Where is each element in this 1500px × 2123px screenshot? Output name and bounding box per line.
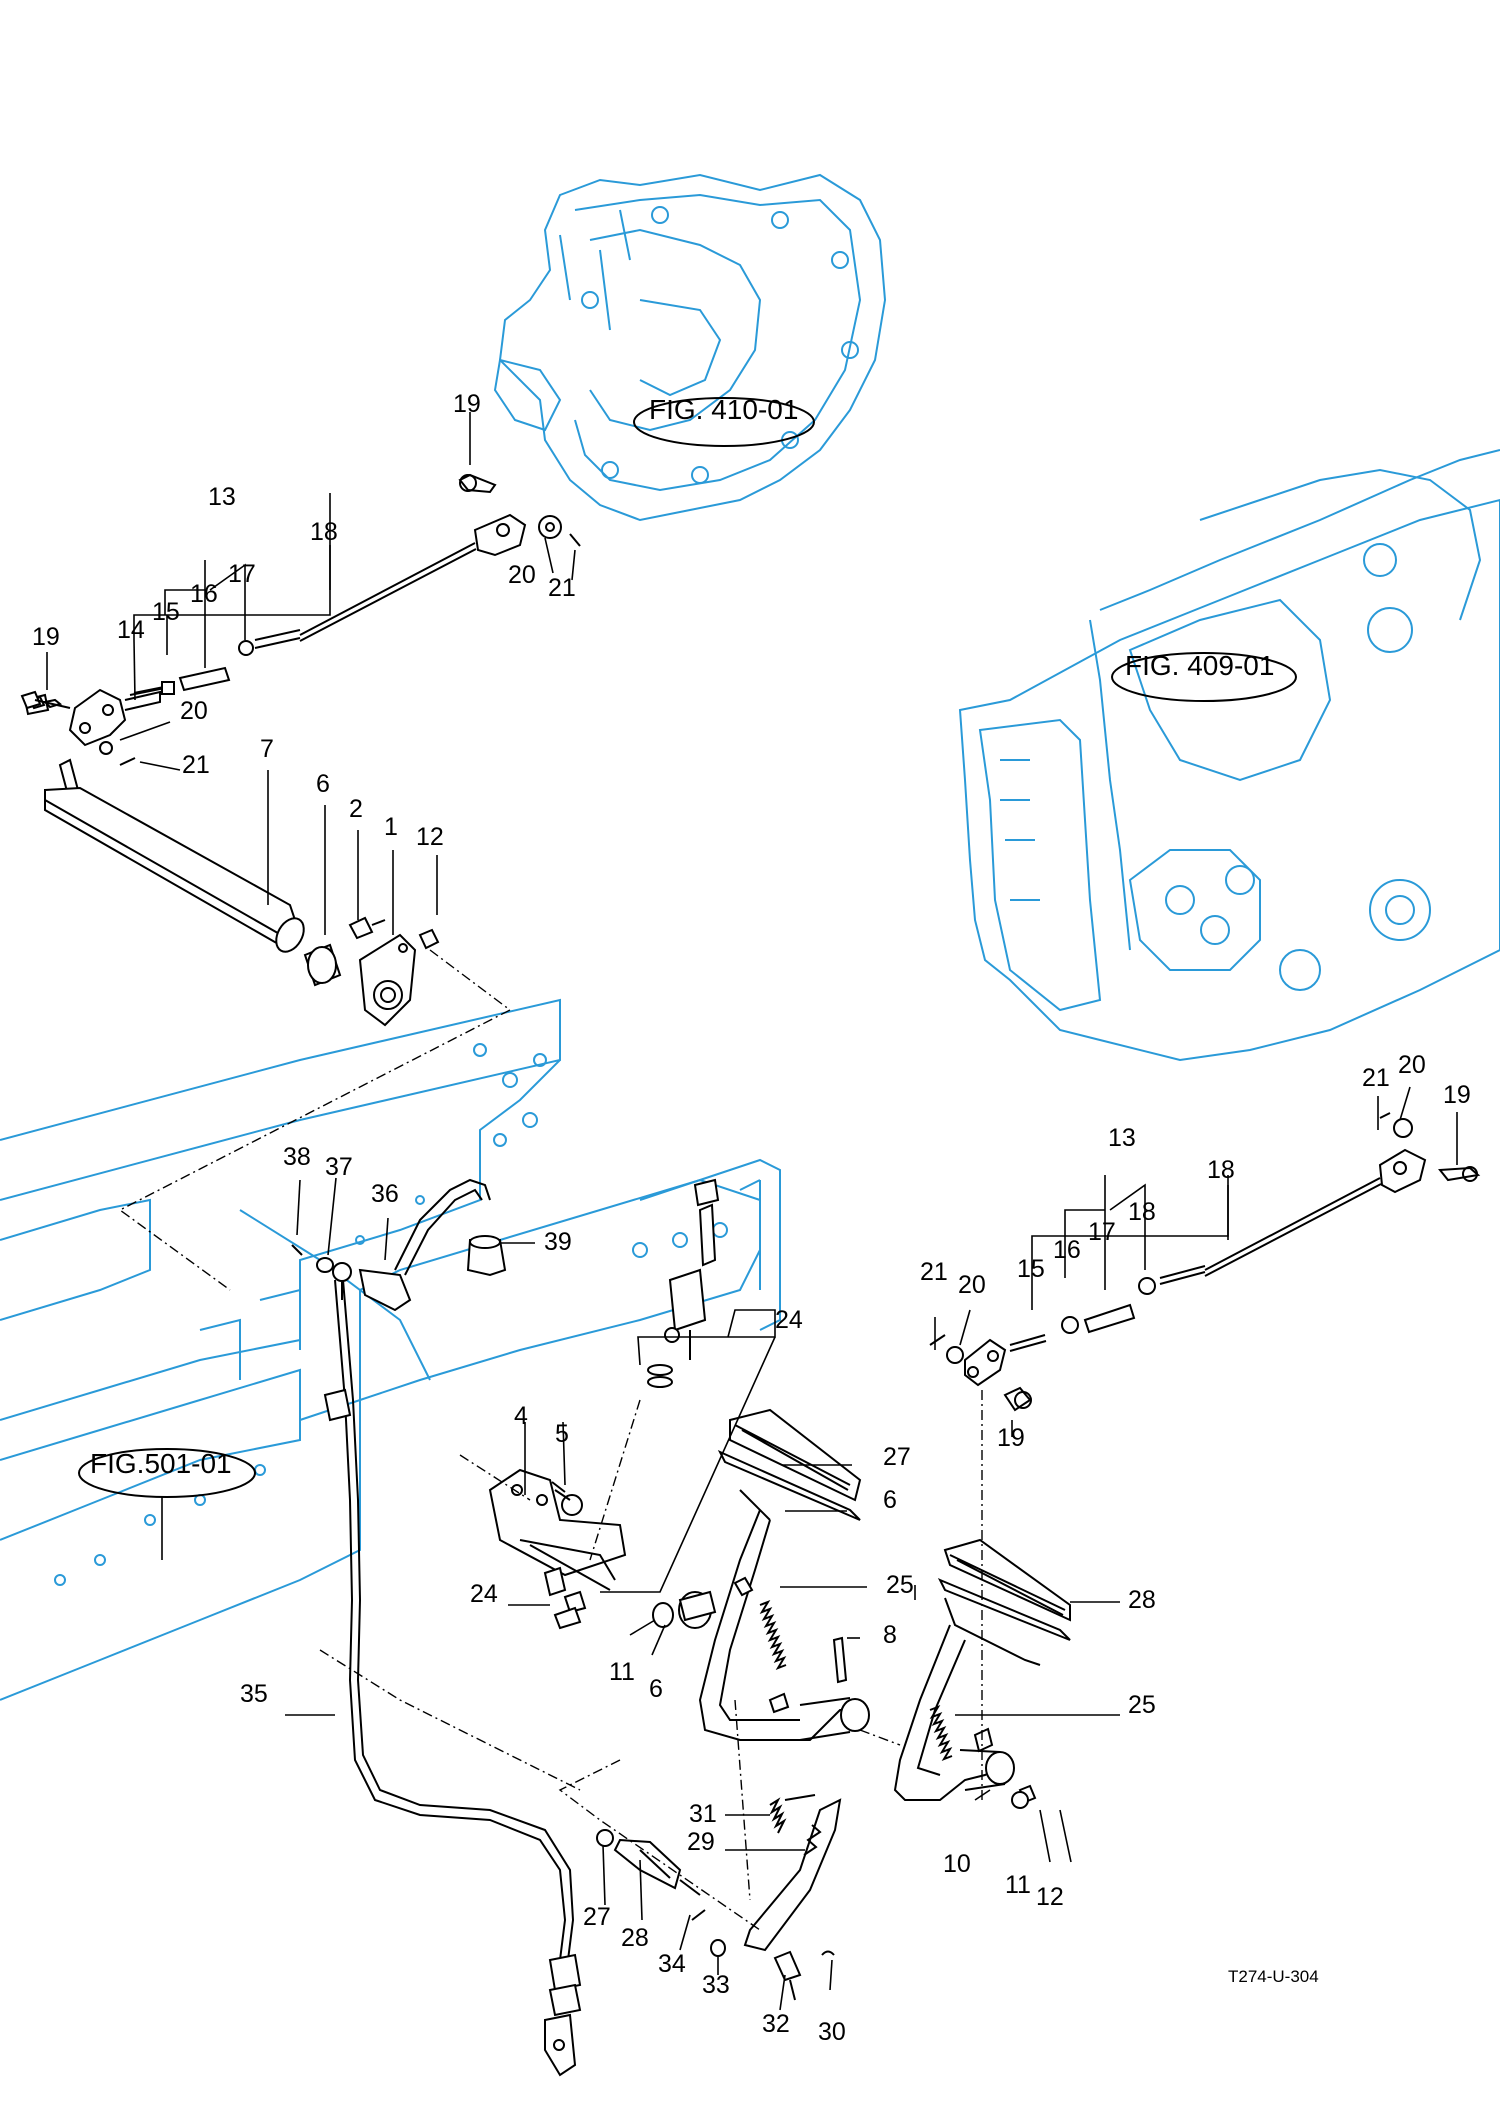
callout-33: 33	[702, 1971, 730, 1999]
upper-rod-assembly	[20, 473, 581, 766]
callout-6b: 6	[649, 1675, 663, 1703]
callout-25: 27	[883, 1443, 911, 1471]
callout-21b: 21	[182, 751, 210, 779]
callout-24b: 25	[1128, 1691, 1156, 1719]
callout-37: 37	[325, 1153, 353, 1181]
transmission-case-outline	[958, 449, 1500, 1062]
fig-ref-410[interactable]: FIG. 410-01	[633, 394, 815, 447]
callout-16b: 17	[1088, 1218, 1116, 1246]
callout-18: 18	[310, 518, 338, 546]
callout-19c: 19	[1443, 1081, 1471, 1109]
fig-ref-501-label: FIG.501-01	[90, 1448, 232, 1479]
fig-ref-410-label: FIG. 410-01	[649, 394, 798, 425]
callout-10: 10	[943, 1850, 971, 1878]
callout-11b: 11	[1005, 1871, 1031, 1899]
callout-1: 1	[384, 813, 398, 841]
cross-shaft-assembly	[44, 758, 440, 1027]
callout-7: 7	[260, 735, 274, 763]
callout-11: 11	[609, 1658, 635, 1686]
callout-20: 20	[508, 561, 536, 589]
callout-28: 28	[621, 1924, 649, 1952]
leader-lines	[46, 412, 1458, 2011]
callout-29: 29	[687, 1828, 715, 1856]
callout-32: 32	[762, 2010, 790, 2038]
callout-5: 5	[555, 1420, 569, 1448]
callout-31: 31	[689, 1800, 717, 1828]
callout-20d: 20	[958, 1271, 986, 1299]
callout-25b: 28	[1128, 1586, 1156, 1614]
callout-12: 12	[416, 823, 444, 851]
callout-4: 4	[514, 1402, 528, 1430]
callout-15b: 16	[1053, 1236, 1081, 1264]
callout-30: 30	[818, 2018, 846, 2046]
callout-23: 24	[470, 1580, 498, 1608]
assembly-centerlines	[118, 949, 983, 1931]
callout-13b: 13	[1108, 1124, 1136, 1152]
callout-21: 21	[548, 574, 576, 602]
callout-labels: 19 13 18 17 16 15 14 19 20 21 20 21 7 6 …	[32, 390, 1471, 2046]
callout-18b: 18	[1207, 1156, 1235, 1184]
fig-ref-409[interactable]: FIG. 409-01	[1111, 650, 1297, 702]
callout-22: 24	[775, 1306, 803, 1334]
clutch-housing-outline	[493, 173, 887, 522]
callout-21c: 21	[1362, 1064, 1390, 1092]
callout-39: 39	[544, 1228, 572, 1256]
callout-20b: 20	[180, 697, 208, 725]
callout-9: 8	[883, 1621, 897, 1649]
callout-12b: 12	[1036, 1883, 1064, 1911]
callout-19b: 19	[32, 623, 60, 651]
fig-ref-501[interactable]: FIG.501-01	[78, 1448, 256, 1560]
callout-36: 36	[371, 1180, 399, 1208]
fig-ref-409-label: FIG. 409-01	[1125, 650, 1274, 681]
callout-38: 38	[283, 1143, 311, 1171]
callout-19d: 19	[997, 1424, 1025, 1452]
callout-17: 17	[228, 560, 256, 588]
frame-outline	[0, 998, 781, 1701]
callout-20c: 20	[1398, 1051, 1426, 1079]
callout-35: 35	[240, 1680, 268, 1708]
callout-24: 25	[886, 1571, 914, 1599]
right-rod-assembly	[929, 1112, 1481, 1412]
callout-15: 15	[152, 598, 180, 626]
callout-2: 2	[349, 795, 363, 823]
callout-14: 14	[117, 616, 145, 644]
pedal-assembly	[291, 1178, 1071, 2077]
callout-34: 34	[658, 1950, 686, 1978]
callout-14b: 15	[1017, 1255, 1045, 1283]
callout-13: 13	[208, 483, 236, 511]
drawing-code: T274-U-304	[1228, 1967, 1319, 1986]
callout-6: 6	[316, 770, 330, 798]
callout-16: 16	[190, 580, 218, 608]
callout-8: 6	[883, 1486, 897, 1514]
callout-27: 27	[583, 1903, 611, 1931]
callout-17b: 18	[1128, 1198, 1156, 1226]
callout-19: 19	[453, 390, 481, 418]
callout-21d: 21	[920, 1258, 948, 1286]
